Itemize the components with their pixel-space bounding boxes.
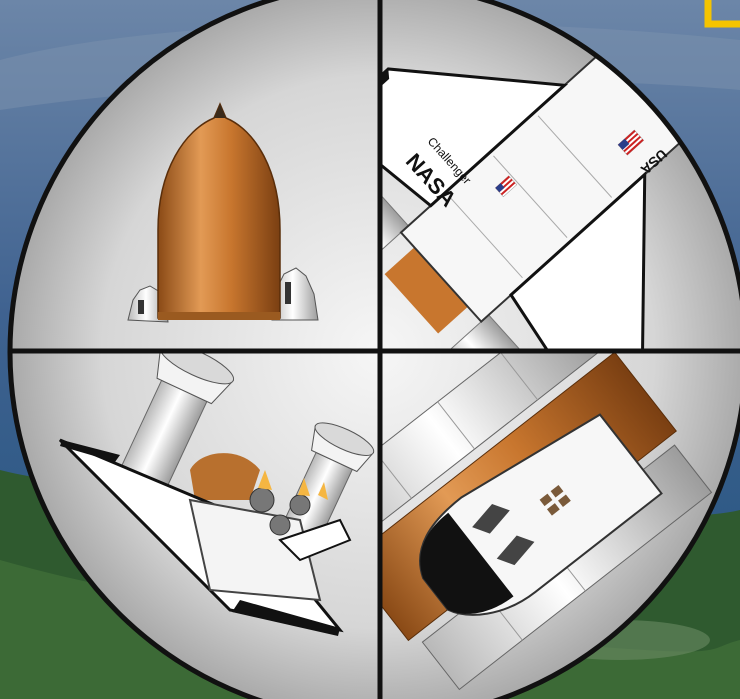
space-shuttle-puzzle-scene: NASA Challenger USA bbox=[0, 0, 740, 699]
puzzle-disc: NASA Challenger USA bbox=[0, 0, 740, 699]
